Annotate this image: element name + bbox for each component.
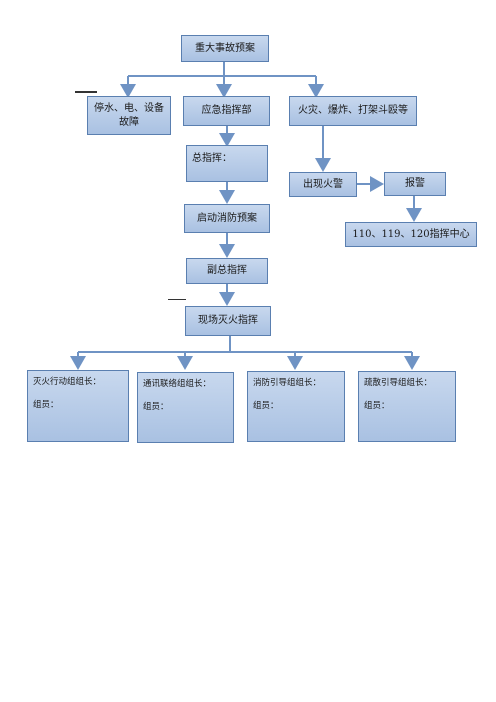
node-onsite-command-label: 现场灭火指挥 <box>198 315 258 327</box>
node-vice-commander: 副总指挥 <box>186 258 268 284</box>
node-fire-alarm-label: 出现火警 <box>303 178 343 190</box>
node-commander-label: 总指挥： <box>192 153 232 164</box>
node-fire-types-label: 火灾、爆炸、打架斗殴等 <box>298 105 408 117</box>
team-leader-label: 疏散引导组组长： <box>364 378 433 388</box>
node-emergency-label: 应急指挥部 <box>201 105 252 117</box>
team-box-evacuation: 疏散引导组组长： 组员： <box>358 371 456 442</box>
node-start-fire-plan: 启动消防预案 <box>184 204 270 233</box>
decorative-mark <box>168 299 186 300</box>
team-box-communication: 通讯联络组组长： 组员： <box>137 372 234 443</box>
team-member-label: 组员： <box>253 401 279 412</box>
node-start-fire-plan-label: 启动消防预案 <box>197 212 257 224</box>
node-fire-types: 火灾、爆炸、打架斗殴等 <box>289 96 417 126</box>
node-plan: 重大事故预案 <box>181 35 269 62</box>
node-vice-commander-label: 副总指挥 <box>207 265 247 277</box>
node-report-label: 报警 <box>405 178 425 190</box>
node-report: 报警 <box>384 172 446 196</box>
team-member-label: 组员： <box>33 400 59 411</box>
node-outage-label: 停水、电、设备故障 <box>94 103 164 128</box>
node-plan-label: 重大事故预案 <box>195 42 255 54</box>
team-box-fire-action: 灭火行动组组长： 组员： <box>27 370 129 442</box>
node-commander: 总指挥： <box>186 145 268 182</box>
node-fire-alarm: 出现火警 <box>289 172 357 197</box>
node-outage: 停水、电、设备故障 <box>87 96 171 135</box>
node-emergency: 应急指挥部 <box>183 96 270 126</box>
team-member-label: 组员： <box>364 401 390 412</box>
node-hotline-label: 110、119、120指挥中心 <box>352 228 470 240</box>
node-hotline: 110、119、120指挥中心 <box>345 222 477 247</box>
decorative-mark <box>75 91 97 93</box>
team-member-label: 组员： <box>143 402 169 413</box>
team-leader-label: 灭火行动组组长： <box>33 377 102 387</box>
team-leader-label: 通讯联络组组长： <box>143 379 212 389</box>
team-box-fire-guidance: 消防引导组组长： 组员： <box>247 371 345 442</box>
node-onsite-command: 现场灭火指挥 <box>185 306 271 336</box>
team-leader-label: 消防引导组组长： <box>253 378 322 388</box>
